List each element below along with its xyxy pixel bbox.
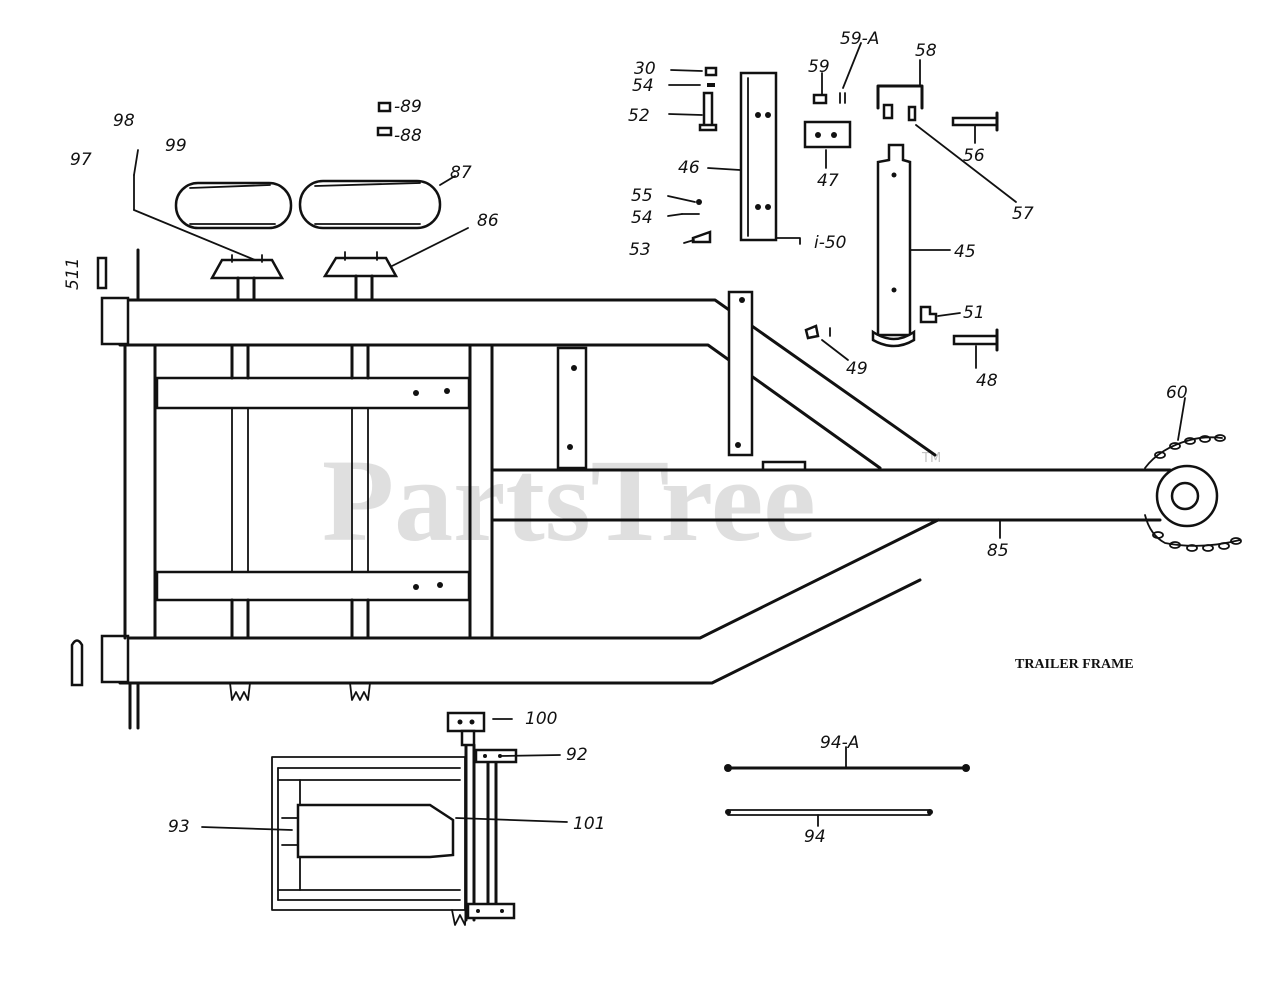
callout-98: 98 (113, 111, 135, 131)
callout-labels: 30 54 52 46 55 54 53 i-50 59 59-A 58 47 … (63, 29, 1188, 847)
callout-88: -88 (394, 126, 422, 146)
legend-icons (376, 101, 393, 137)
callout-511: 511 (63, 258, 83, 290)
callout-59-a: 59-A (840, 29, 879, 49)
jack-stand-assembly (681, 66, 999, 352)
callout-53: 53 (629, 240, 651, 260)
callout-58: 58 (915, 41, 937, 61)
winch-roller-assembly (271, 711, 518, 926)
callout-93: 93 (168, 817, 190, 837)
callout-47: 47 (817, 171, 839, 191)
callout-94-a: 94-A (820, 733, 859, 753)
callout-49: 49 (846, 359, 868, 379)
callout-46: 46 (678, 158, 700, 178)
callout-52: 52 (628, 106, 650, 126)
callout-99: 99 (165, 136, 187, 156)
callout-89: -89 (394, 97, 422, 117)
diagram-caption: TRAILER FRAME (1015, 657, 1134, 672)
callout-i-50: i-50 (814, 233, 847, 253)
callout-59: 59 (808, 57, 830, 77)
callout-51: 51 (963, 303, 985, 323)
callout-48: 48 (976, 371, 998, 391)
callout-97: 97 (70, 150, 92, 170)
callout-94: 94 (804, 827, 826, 847)
callout-54-top: 54 (632, 76, 654, 96)
callout-56: 56 (963, 146, 985, 166)
callout-57: 57 (1012, 204, 1034, 224)
callout-85: 85 (987, 541, 1009, 561)
callout-92: 92 (566, 745, 588, 765)
callout-87: 87 (450, 163, 472, 183)
callout-55: 55 (631, 186, 653, 206)
callout-86: 86 (477, 211, 499, 231)
callout-45: 45 (954, 242, 976, 262)
callout-100: 100 (525, 709, 557, 729)
trailer-frame-body (70, 179, 1242, 730)
callout-54-bottom: 54 (631, 208, 653, 228)
callout-30: 30 (634, 59, 656, 79)
callout-101: 101 (573, 814, 605, 834)
callout-60: 60 (1166, 383, 1188, 403)
rods-94 (724, 764, 970, 816)
leader-lines (133, 42, 1186, 831)
